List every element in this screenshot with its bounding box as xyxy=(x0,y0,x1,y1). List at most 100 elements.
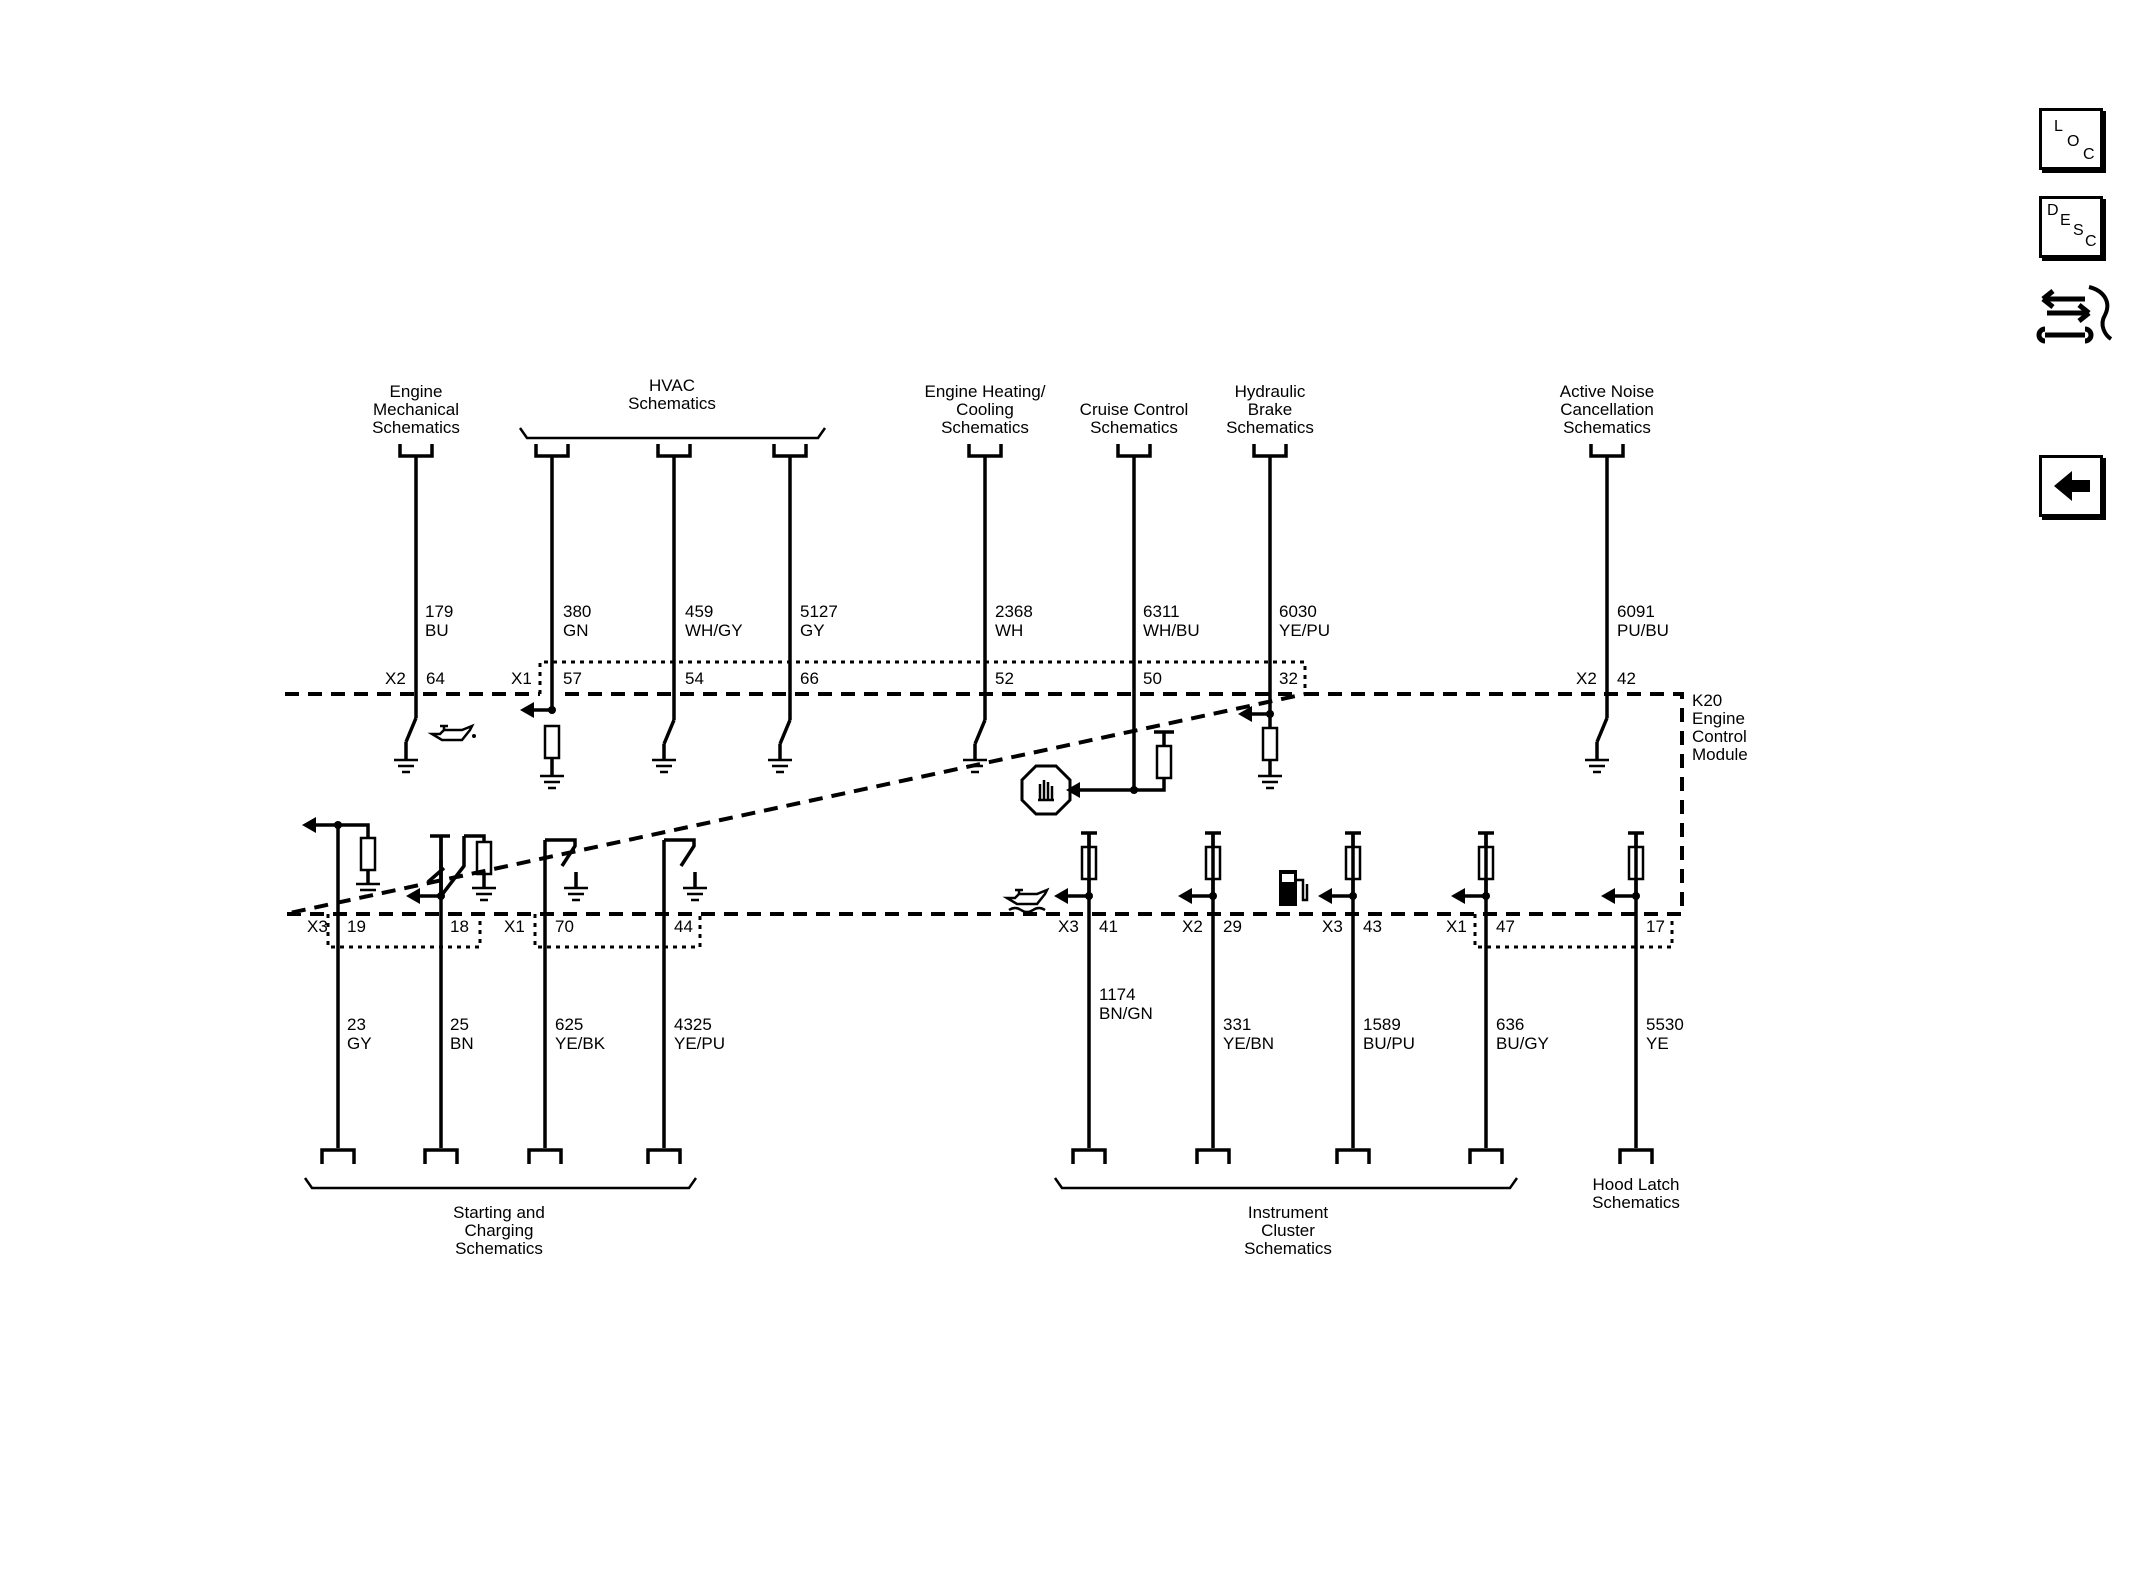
svg-text:Cooling: Cooling xyxy=(956,400,1014,419)
connector-terminal xyxy=(656,444,692,458)
svg-text:YE: YE xyxy=(1646,1034,1669,1053)
ref-hvac: HVAC xyxy=(649,376,695,395)
connector-terminal xyxy=(423,1148,459,1164)
svg-text:Schematics: Schematics xyxy=(628,394,716,413)
desc-button[interactable]: D E S C xyxy=(2039,196,2103,258)
svg-text:YE/BN: YE/BN xyxy=(1223,1034,1274,1053)
svg-text:29: 29 xyxy=(1223,917,1242,936)
svg-text:Schematics: Schematics xyxy=(1226,418,1314,437)
svg-text:X1: X1 xyxy=(504,917,525,936)
svg-text:X1: X1 xyxy=(511,669,532,688)
svg-text:GN: GN xyxy=(563,621,589,640)
loc-button[interactable]: L O C xyxy=(2039,108,2103,170)
svg-text:636: 636 xyxy=(1496,1015,1524,1034)
component-views-icon[interactable] xyxy=(2035,277,2115,355)
svg-text:331: 331 xyxy=(1223,1015,1251,1034)
svg-text:Mechanical: Mechanical xyxy=(373,400,459,419)
ref-active-noise: Active Noise xyxy=(1560,382,1654,401)
svg-text:42: 42 xyxy=(1617,669,1636,688)
svg-text:70: 70 xyxy=(555,917,574,936)
svg-text:Brake: Brake xyxy=(1248,400,1292,419)
svg-text:Control: Control xyxy=(1692,727,1747,746)
connector-terminal xyxy=(398,444,434,458)
svg-text:4325: 4325 xyxy=(674,1015,712,1034)
connector-terminal xyxy=(534,444,570,458)
ref-cruise-control: Cruise Control xyxy=(1080,400,1189,419)
svg-text:23: 23 xyxy=(347,1015,366,1034)
svg-text:GY: GY xyxy=(800,621,825,640)
wire-circuit: 179 xyxy=(425,602,453,621)
back-arrow-icon xyxy=(2054,471,2090,501)
svg-text:41: 41 xyxy=(1099,917,1118,936)
pin-number: 64 xyxy=(426,669,445,688)
svg-text:2368: 2368 xyxy=(995,602,1033,621)
hand-stop-icon xyxy=(1020,764,1072,816)
svg-text:6030: 6030 xyxy=(1279,602,1317,621)
oil-pressure-icon xyxy=(427,723,476,742)
svg-text:Schematics: Schematics xyxy=(941,418,1029,437)
svg-text:6091: 6091 xyxy=(1617,602,1655,621)
svg-text:Schematics: Schematics xyxy=(1090,418,1178,437)
ref-engine-heating: Engine Heating/ xyxy=(925,382,1046,401)
back-button[interactable] xyxy=(2039,455,2103,517)
connector-terminal xyxy=(646,1148,682,1164)
ref-hood-latch: Hood Latch xyxy=(1593,1175,1680,1194)
svg-text:GY: GY xyxy=(347,1034,372,1053)
svg-text:17: 17 xyxy=(1646,917,1665,936)
module-label: K20 xyxy=(1692,691,1722,710)
svg-text:Schematics: Schematics xyxy=(455,1239,543,1258)
connector-terminal xyxy=(967,444,1003,458)
svg-text:X2: X2 xyxy=(1182,917,1203,936)
svg-text:52: 52 xyxy=(995,669,1014,688)
ref-hydraulic-brake: Hydraulic xyxy=(1235,382,1306,401)
svg-text:BU/PU: BU/PU xyxy=(1363,1034,1415,1053)
svg-text:X3: X3 xyxy=(1322,917,1343,936)
connector-terminal xyxy=(1071,1148,1107,1164)
svg-text:YE/PU: YE/PU xyxy=(1279,621,1330,640)
svg-text:47: 47 xyxy=(1496,917,1515,936)
svg-text:X3: X3 xyxy=(1058,917,1079,936)
svg-text:BN: BN xyxy=(450,1034,474,1053)
svg-text:X3: X3 xyxy=(307,917,328,936)
connector-terminal xyxy=(320,1148,356,1164)
svg-text:WH/GY: WH/GY xyxy=(685,621,743,640)
svg-text:66: 66 xyxy=(800,669,819,688)
ref-starting-charging: Starting and xyxy=(453,1203,545,1222)
svg-text:1589: 1589 xyxy=(1363,1015,1401,1034)
fuel-gauge-icon xyxy=(1279,870,1309,906)
connector-terminal xyxy=(527,1148,563,1164)
svg-text:18: 18 xyxy=(450,917,469,936)
svg-text:Schematics: Schematics xyxy=(1563,418,1651,437)
wire-color: BU xyxy=(425,621,449,640)
ref-instrument-cluster: Instrument xyxy=(1248,1203,1329,1222)
connector-label: X2 xyxy=(385,669,406,688)
svg-text:380: 380 xyxy=(563,602,591,621)
svg-text:YE/PU: YE/PU xyxy=(674,1034,725,1053)
svg-text:57: 57 xyxy=(563,669,582,688)
starting-bracket xyxy=(303,1177,698,1190)
svg-text:50: 50 xyxy=(1143,669,1162,688)
connector-terminal xyxy=(1116,444,1152,458)
svg-text:Schematics: Schematics xyxy=(1592,1193,1680,1212)
connector-terminal xyxy=(772,444,808,458)
svg-text:5127: 5127 xyxy=(800,602,838,621)
connector-terminal xyxy=(1335,1148,1371,1164)
svg-text:Schematics: Schematics xyxy=(1244,1239,1332,1258)
svg-text:5530: 5530 xyxy=(1646,1015,1684,1034)
svg-text:44: 44 xyxy=(674,917,693,936)
svg-text:WH: WH xyxy=(995,621,1023,640)
oil-level-icon xyxy=(1002,887,1050,914)
svg-text:459: 459 xyxy=(685,602,713,621)
svg-text:YE/BK: YE/BK xyxy=(555,1034,606,1053)
svg-text:Module: Module xyxy=(1692,745,1748,764)
connector-terminal xyxy=(1252,444,1288,458)
svg-text:X1: X1 xyxy=(1446,917,1467,936)
connector-terminal xyxy=(1589,444,1625,458)
connector-terminal xyxy=(1195,1148,1231,1164)
svg-text:Cancellation: Cancellation xyxy=(1560,400,1654,419)
svg-text:32: 32 xyxy=(1279,669,1298,688)
svg-text:Engine: Engine xyxy=(1692,709,1745,728)
svg-text:1174: 1174 xyxy=(1099,985,1136,1004)
top-wires xyxy=(414,456,1609,792)
